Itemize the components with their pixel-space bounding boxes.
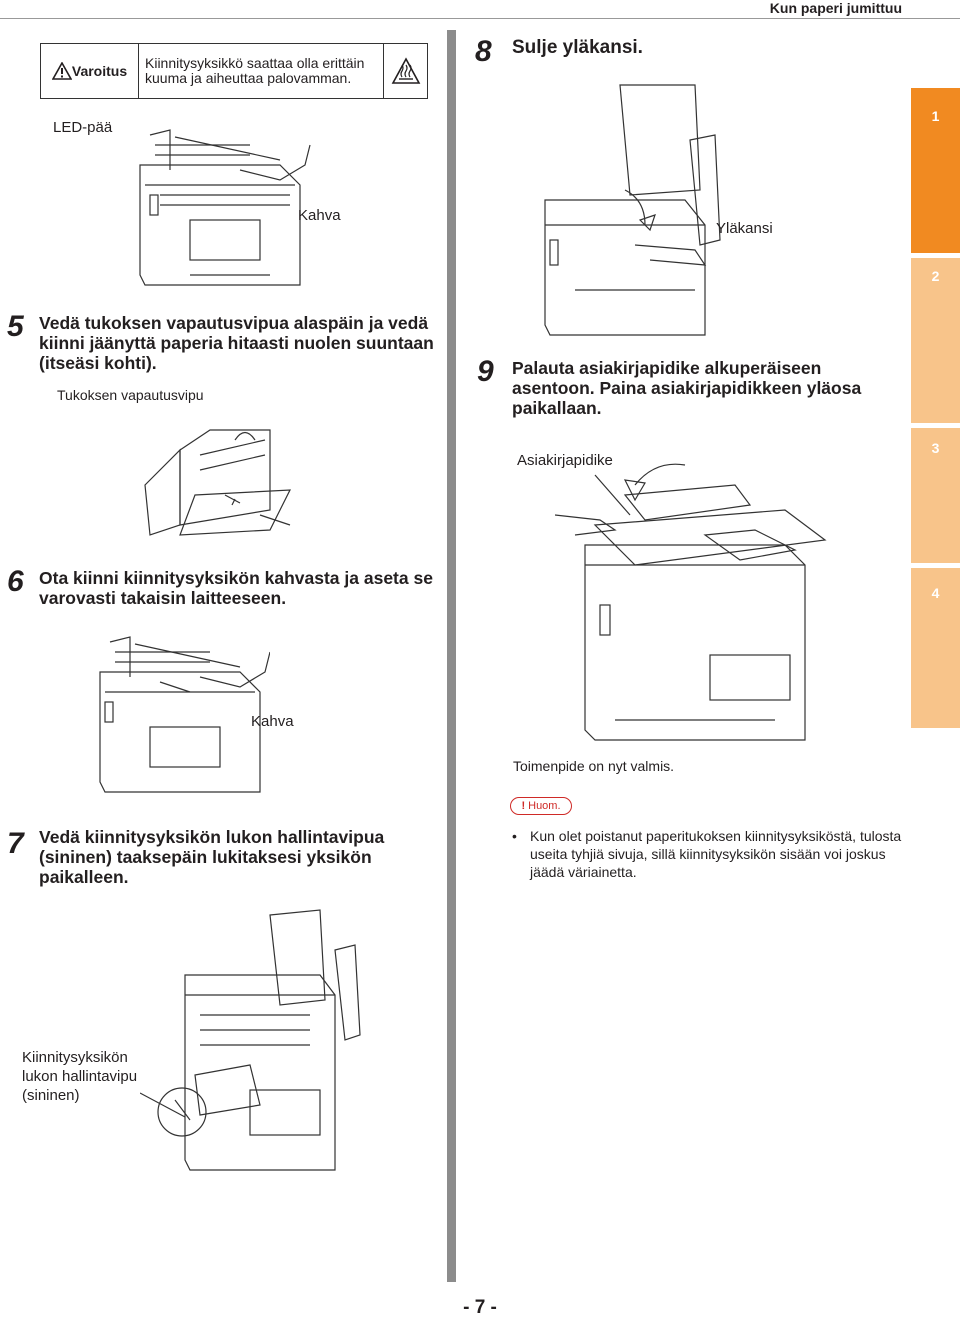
exclamation-icon: ! [521, 800, 526, 812]
step-9-number: 9 [477, 355, 494, 388]
step-5-number: 5 [7, 310, 24, 343]
chapter-tab-1: 1 [911, 88, 960, 253]
led-label: LED-pää [53, 119, 113, 136]
warning-text-cell: Kiinnitysyksikkö saattaa olla erittäin k… [139, 44, 384, 98]
kahva-label-2: Kahva [251, 713, 294, 730]
printer-lever-illustration [157, 909, 361, 1171]
warning-box: Varoitus Kiinnitysyksikkö saattaa olla e… [40, 43, 428, 99]
page-number: - 7 - [463, 1297, 497, 1318]
step-8-number: 8 [475, 35, 492, 68]
step-5-text: Vedä tukoksen vapautusvipua alaspäin ja … [39, 313, 434, 373]
bullet-icon: • [512, 828, 517, 844]
note-badge-label: Huom. [528, 800, 561, 812]
step-7-text: Vedä kiinnitysyksikön lukon hallintavipu… [39, 827, 385, 887]
note-item: • Kun olet poistanut paperitukoksen kiin… [512, 827, 902, 881]
header-rule [0, 18, 960, 19]
printer-close-cover-illustration [544, 84, 721, 336]
printer-open-illustration-2 [99, 636, 270, 793]
chapter-tab-2: 2 [911, 258, 960, 423]
fuser-paper-illustration [144, 429, 291, 536]
printer-open-illustration-1 [139, 129, 311, 286]
header-title: Kun paperi jumittuu [769, 0, 902, 16]
column-divider [447, 30, 456, 1282]
note-badge: ! Huom. [510, 797, 572, 815]
chapter-tab-4: 4 [911, 568, 960, 728]
warning-triangle-icon [51, 62, 72, 80]
step-8-text: Sulje yläkansi. [512, 37, 643, 58]
vapautusvipu-label: Tukoksen vapautusvipu [57, 387, 204, 403]
warning-label-cell: Varoitus [41, 44, 139, 98]
hot-surface-cell [384, 44, 427, 98]
kahva-label-1: Kahva [298, 207, 341, 224]
printer-document-holder-illustration [555, 463, 827, 741]
ylakansi-label: Yläkansi [716, 220, 773, 237]
warning-label: Varoitus [71, 63, 128, 79]
asiakirjapidike-label: Asiakirjapidike [517, 452, 613, 469]
lever-leader-line [140, 1092, 186, 1118]
note-bullet-text: Kun olet poistanut paperitukoksen kiinni… [530, 828, 902, 880]
step-9-text: Palauta asiakirjapidike alkuperäiseen as… [512, 358, 862, 418]
hot-surface-icon [391, 57, 420, 84]
warning-text: Kiinnitysyksikkö saattaa olla erittäin k… [145, 55, 365, 86]
lukon-vipu-label: Kiinnitysyksikön lukon hallintavipu (sin… [22, 1049, 138, 1104]
step-7-number: 7 [7, 827, 24, 860]
done-text: Toimenpide on nyt valmis. [513, 758, 675, 774]
step-6-text: Ota kiinni kiinnitysyksikön kahvasta ja … [39, 568, 433, 608]
step-6-number: 6 [7, 565, 24, 598]
chapter-tab-3: 3 [911, 428, 960, 563]
